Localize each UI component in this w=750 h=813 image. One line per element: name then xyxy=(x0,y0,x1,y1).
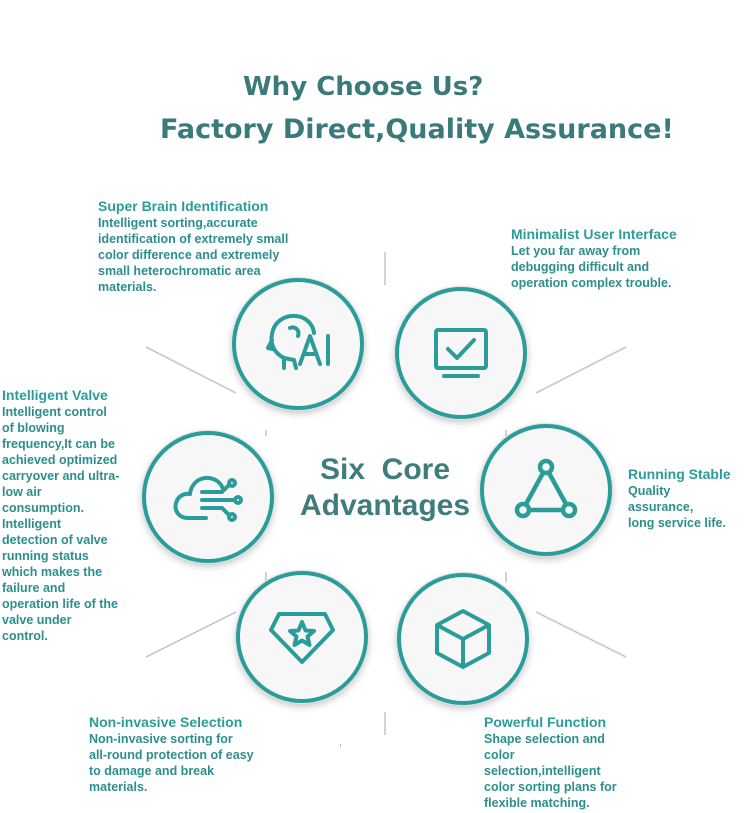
feature-title: Intelligent Valve xyxy=(2,387,108,403)
feature-line: frequency,It can be xyxy=(2,437,115,451)
feature-line: operation complex trouble. xyxy=(511,276,672,290)
feature-line: long service life. xyxy=(628,516,726,530)
monitor-check-icon xyxy=(434,328,488,378)
feature-line: materials. xyxy=(89,780,148,794)
center-line-1: Six Core xyxy=(319,453,451,486)
feature-line: Intelligent xyxy=(2,517,62,531)
triangle-nodes-icon xyxy=(514,458,578,519)
feature-line: operation life of the xyxy=(2,597,118,611)
feature-line: color sorting plans for xyxy=(484,780,617,794)
feature-line: identification of extremely small xyxy=(98,232,289,246)
feature-line: color difference and extremely xyxy=(98,248,280,262)
feature-line: Let you far away from xyxy=(511,244,641,258)
feature-line: flexible matching. xyxy=(484,796,590,810)
feature-line: detection of valve xyxy=(2,533,108,547)
feature-line: Non-invasive sorting for xyxy=(89,732,233,746)
ai-head-icon xyxy=(266,313,330,370)
feature-line: to damage and break xyxy=(89,764,215,778)
diamond-star-icon xyxy=(269,612,335,664)
feature-line: control. xyxy=(2,629,48,643)
feature-title: Powerful Function xyxy=(484,714,607,730)
feature-line: Intelligent control xyxy=(2,405,107,419)
feature-line: consumption. xyxy=(2,501,84,515)
feature-line: which makes the xyxy=(2,565,103,579)
feature-running-stable: Running Stable Quality assurance, long s… xyxy=(628,466,749,531)
feature-minimalist-ui: Minimalist User Interface Let you far aw… xyxy=(511,226,747,291)
feature-line: debugging difficult and xyxy=(511,260,650,274)
feature-line: valve under xyxy=(2,613,72,627)
feature-line: Quality xyxy=(628,484,671,498)
center-label: Six Core Advantages xyxy=(280,452,490,524)
feature-super-brain: Super Brain Identification Intelligent s… xyxy=(98,198,348,295)
feature-line: achieved optimized xyxy=(2,453,118,467)
feature-title: Running Stable xyxy=(628,466,731,482)
feature-line: of blowing xyxy=(2,421,65,435)
feature-line: materials. xyxy=(98,280,157,294)
feature-line: low air xyxy=(2,485,42,499)
feature-line: color xyxy=(484,748,515,762)
feature-title: Non-invasive Selection xyxy=(89,714,243,730)
function-circle xyxy=(397,573,529,705)
feature-title: Super Brain Identification xyxy=(98,198,269,214)
cloud-circuit-icon xyxy=(173,475,243,522)
feature-line: running status xyxy=(2,549,89,563)
feature-line: Intelligent sorting,accurate xyxy=(98,216,258,230)
feature-line: all-round protection of easy xyxy=(89,748,254,762)
feature-line: assurance, xyxy=(628,500,694,514)
feature-line: failure and xyxy=(2,581,66,595)
feature-line: carryover and ultra- xyxy=(2,469,120,483)
feature-non-invasive: Non-invasive Selection Non-invasive sort… xyxy=(89,714,329,795)
stable-circle xyxy=(480,424,612,556)
cube-icon xyxy=(435,609,491,669)
feature-line: small heterochromatic area xyxy=(98,264,261,278)
feature-line: Shape selection and xyxy=(484,732,605,746)
heading-line-2: Factory Direct,Quality Assurance! xyxy=(160,114,674,145)
feature-powerful-function: Powerful Function Shape selection and co… xyxy=(484,714,684,811)
valve-circle xyxy=(142,431,274,563)
interface-circle xyxy=(395,287,527,419)
feature-line: selection,intelligent xyxy=(484,764,601,778)
feature-intelligent-valve: Intelligent Valve Intelligent control of… xyxy=(2,387,152,644)
ai-circle xyxy=(232,278,364,410)
center-line-2: Advantages xyxy=(299,489,471,522)
selection-circle xyxy=(236,571,368,703)
heading-line-1: Why Choose Us? xyxy=(243,72,484,102)
stray-mark xyxy=(340,744,341,747)
feature-title: Minimalist User Interface xyxy=(511,226,677,242)
